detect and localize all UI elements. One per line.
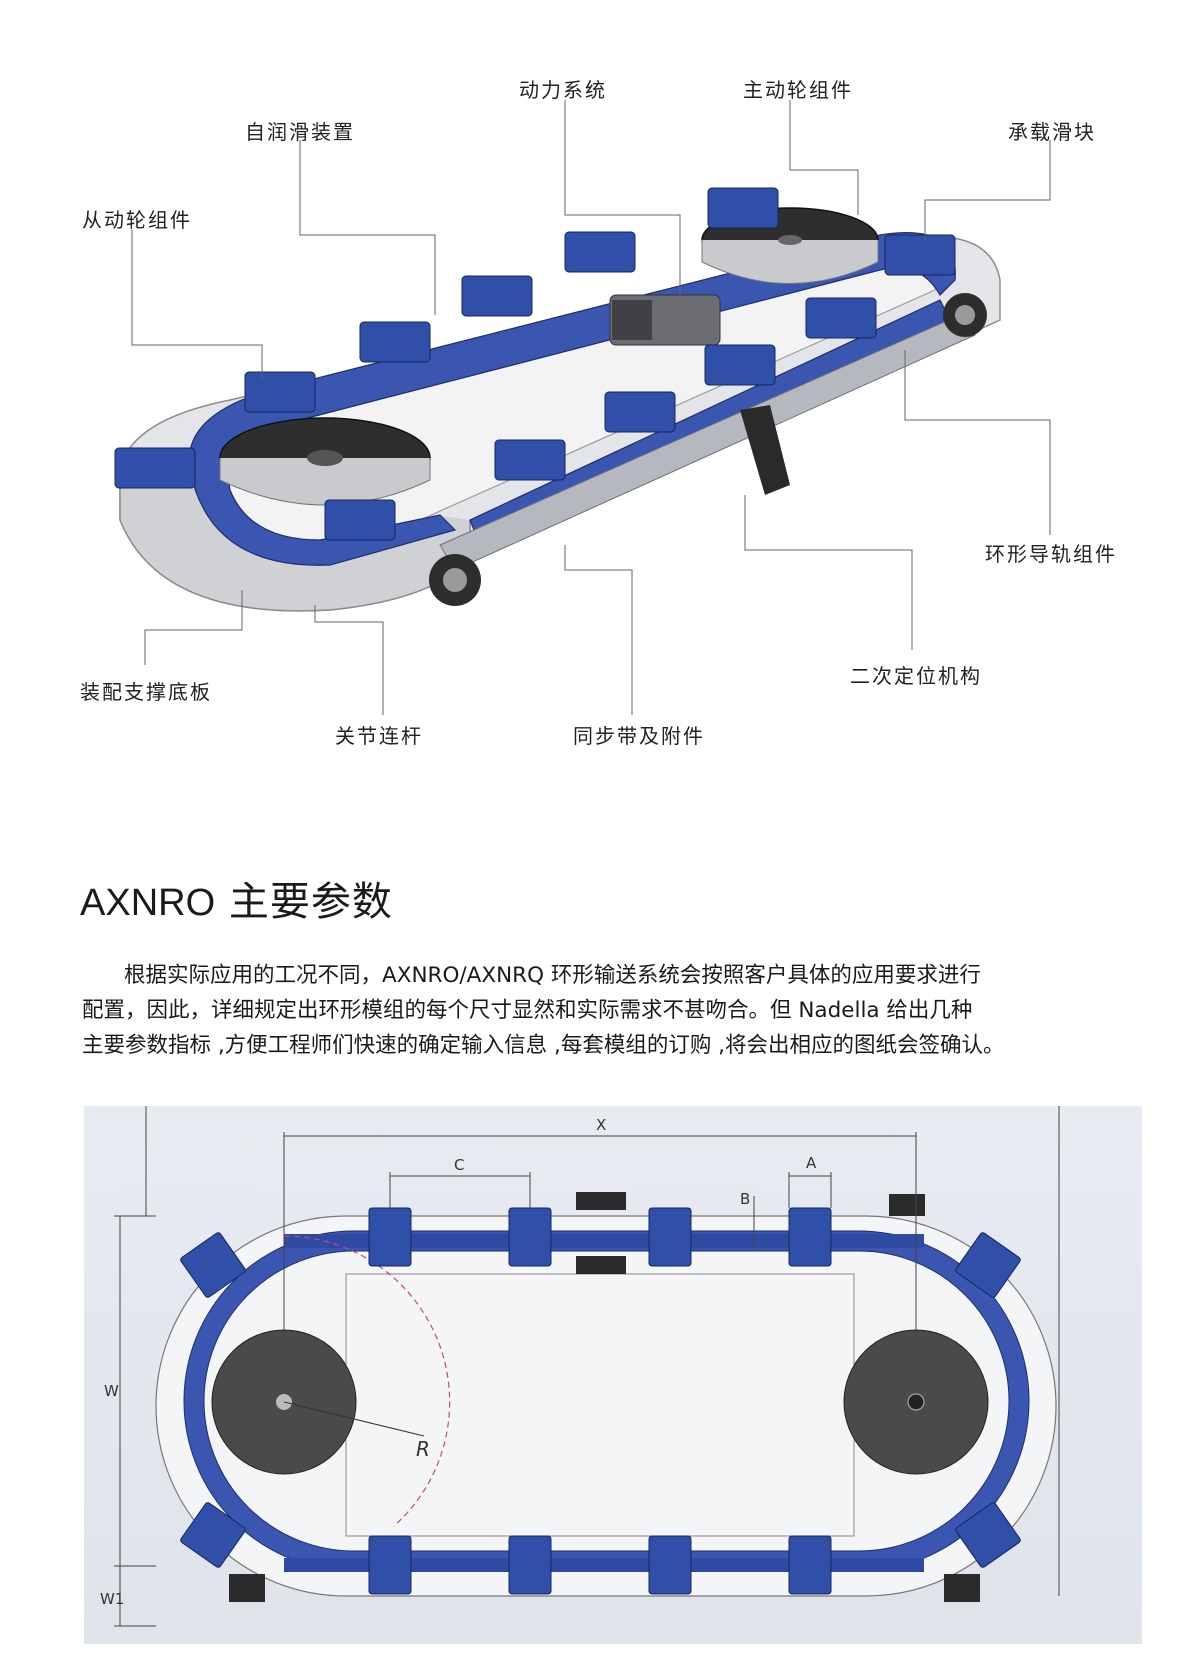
dim-label-W: W: [104, 1382, 119, 1400]
dimension-drawing: L X C A B R W W1: [84, 1106, 1142, 1644]
intro-line-1: 根据实际应用的工况不同，AXNRO/AXNRQ 环形输送系统会按照客户具体的应用…: [124, 963, 981, 988]
callout-base-plate: 装配支撑底板: [80, 680, 212, 704]
dim-label-R: R: [416, 1437, 430, 1461]
positioning-handle: [740, 405, 790, 495]
dim-label-C: C: [454, 1156, 464, 1174]
callout-secondary-positioning: 二次定位机构: [850, 664, 982, 688]
model-name: AXNRO: [80, 882, 216, 924]
callout-timing-belt: 同步带及附件: [573, 724, 705, 748]
callout-ring-rail: 环形导轨组件: [985, 542, 1117, 566]
dim-label-A: A: [806, 1154, 817, 1172]
dim-label-W1: W1: [100, 1590, 124, 1608]
section-title-text: 主要参数: [228, 879, 393, 925]
dim-label-X: X: [596, 1116, 606, 1134]
conveyor-3d-drawing: [114, 100, 1051, 715]
section-title: AXNRO 主要参数: [80, 878, 393, 927]
slider-blocks: [114, 187, 956, 541]
callout-self-lubrication: 自润滑装置: [245, 120, 355, 144]
conveyor-3d-illustration: 动力系统 主动轮组件 自润滑装置 承载滑块 从动轮组件 环形导轨组件 二次定位机…: [0, 0, 1200, 800]
callout-joint-link: 关节连杆: [335, 724, 423, 748]
drawing-sliders: [180, 1207, 1021, 1595]
dim-label-B: B: [740, 1190, 750, 1208]
intro-line-2: 配置，因此，详细规定出环形模组的每个尺寸显然和实际需求不甚吻合。但 Nadell…: [82, 998, 973, 1023]
callout-load-slider: 承载滑块: [1008, 120, 1096, 144]
intro-paragraph: 根据实际应用的工况不同，AXNRO/AXNRQ 环形输送系统会按照客户具体的应用…: [82, 958, 1142, 1063]
callout-power-system: 动力系统: [519, 78, 607, 102]
intro-line-3: 主要参数指标 ,方便工程师们快速的确定输入信息 ,每套模组的订购 ,将会出相应的…: [82, 1033, 1005, 1058]
dimension-drawing-svg: L X C A B R W W1: [100, 1106, 1060, 1627]
callout-drive-wheel: 主动轮组件: [743, 78, 853, 102]
track-inner: [203, 1250, 1010, 1552]
callout-driven-wheel: 从动轮组件: [82, 208, 192, 232]
